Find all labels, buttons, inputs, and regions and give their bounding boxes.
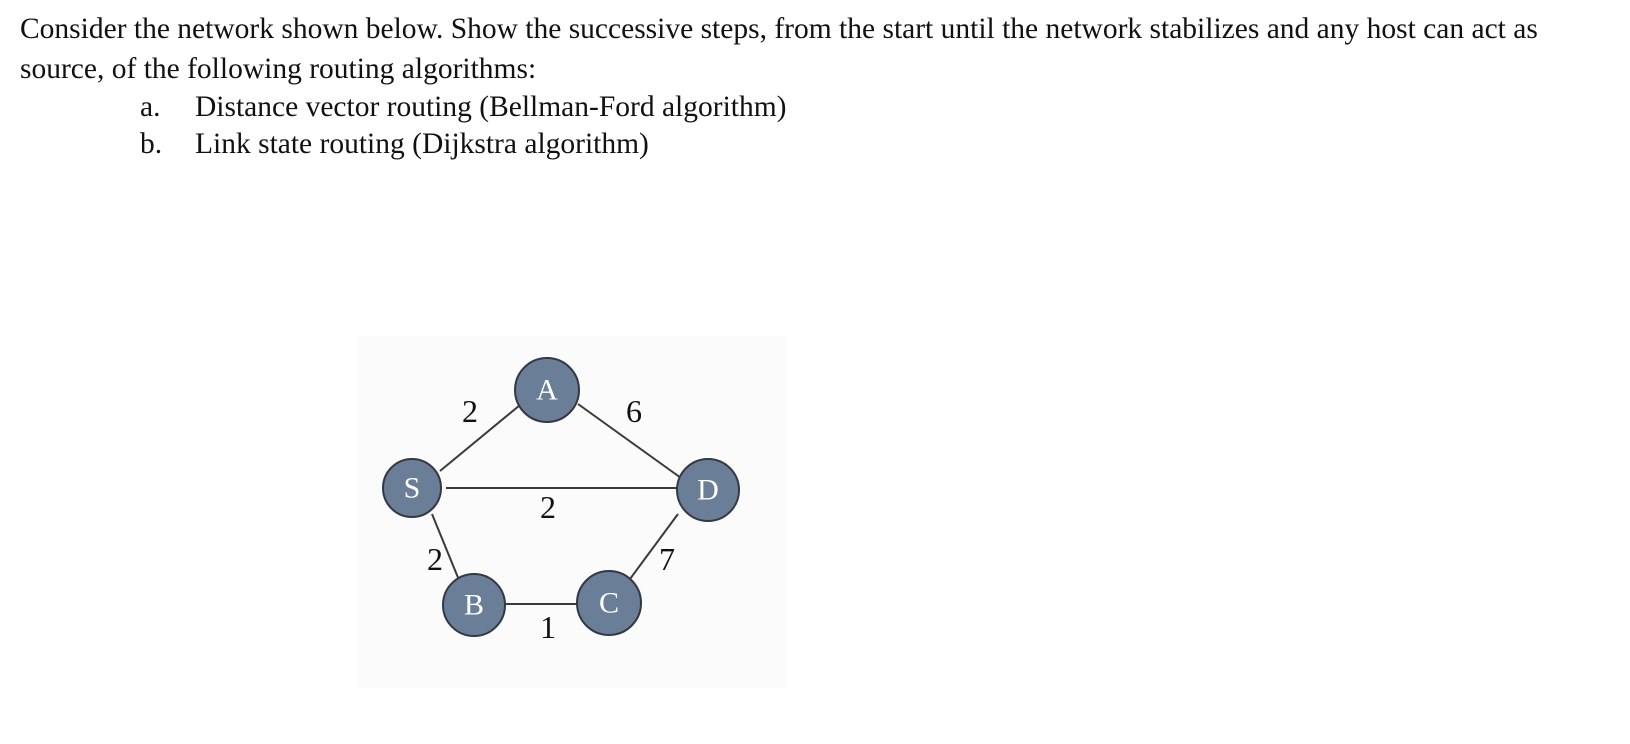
weight-c-d: 7	[659, 541, 675, 577]
weight-a-d: 6	[626, 393, 642, 429]
option-b-letter: b.	[140, 128, 163, 160]
question-text: Consider the network shown below. Show t…	[20, 9, 1620, 89]
node-c-label: C	[599, 587, 619, 620]
edge-s-b	[431, 513, 460, 581]
weight-b-c: 1	[540, 609, 556, 645]
nodes: A S D B C	[382, 357, 740, 637]
node-c: C	[576, 570, 642, 636]
node-a: A	[514, 357, 580, 423]
edge-weights: 2 6 2 2 1 7	[427, 393, 675, 645]
node-a-label: A	[536, 374, 558, 407]
option-a: a. Distance vector routing (Bellman-Ford…	[140, 89, 786, 126]
edge-a-d	[577, 403, 682, 479]
weight-s-b: 2	[427, 541, 443, 577]
edge-s-a	[439, 404, 521, 472]
node-d-label: D	[697, 474, 719, 507]
weight-s-d: 2	[540, 489, 556, 525]
option-b: b. Link state routing (Dijkstra algorith…	[140, 126, 786, 163]
edges	[431, 403, 682, 605]
weight-s-a: 2	[462, 393, 478, 429]
option-a-text: Distance vector routing (Bellman-Ford al…	[195, 91, 787, 123]
option-b-text: Link state routing (Dijkstra algorithm)	[195, 128, 649, 160]
node-s-label: S	[404, 472, 421, 505]
edge-c-d	[629, 513, 679, 580]
node-s: S	[382, 458, 442, 518]
node-b: B	[442, 573, 506, 637]
question-prompt: Consider the network shown below. Show t…	[20, 13, 1538, 85]
option-a-letter: a.	[140, 91, 161, 123]
node-b-label: B	[464, 589, 484, 622]
node-d: D	[676, 458, 740, 522]
option-list: a. Distance vector routing (Bellman-Ford…	[140, 89, 786, 163]
